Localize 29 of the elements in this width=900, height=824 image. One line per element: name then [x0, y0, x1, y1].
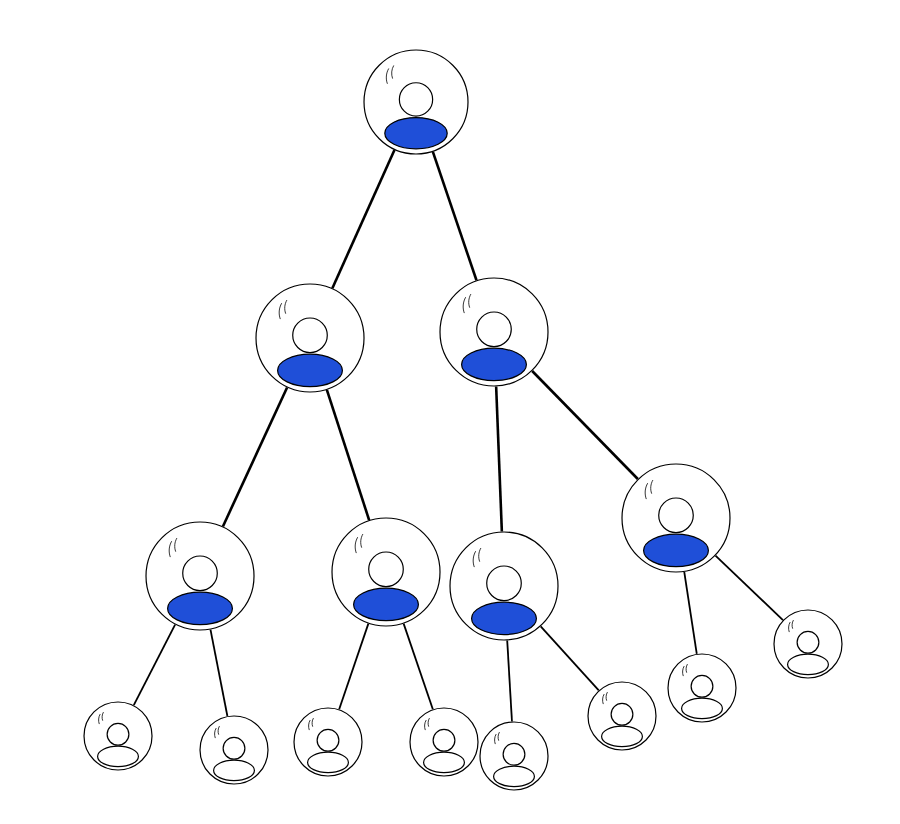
connector-line	[402, 622, 434, 711]
connector-line	[531, 370, 639, 480]
person-icon	[587, 681, 657, 751]
connector-line	[494, 386, 504, 532]
connector-line	[132, 623, 176, 707]
person-icon	[409, 707, 479, 777]
person-icon	[293, 707, 363, 777]
person-icon	[363, 49, 469, 155]
connector-line	[209, 628, 229, 717]
person-icon	[145, 521, 255, 631]
connector-line	[539, 625, 600, 692]
connector-line	[325, 389, 371, 521]
person-icon	[667, 653, 737, 723]
person-icon	[255, 283, 365, 393]
connector-line	[506, 639, 513, 723]
person-icon	[479, 721, 549, 791]
person-icon	[449, 531, 559, 641]
connector-line	[338, 622, 370, 711]
connector-line	[331, 149, 396, 289]
person-icon	[83, 701, 153, 771]
connector-line	[714, 554, 784, 621]
person-icon	[621, 463, 731, 573]
person-icon	[773, 609, 843, 679]
person-icon	[439, 277, 549, 387]
connector-line	[683, 571, 698, 655]
connector-line	[221, 387, 289, 527]
person-icon	[331, 517, 441, 627]
person-icon	[199, 715, 269, 785]
connector-line	[431, 151, 478, 281]
